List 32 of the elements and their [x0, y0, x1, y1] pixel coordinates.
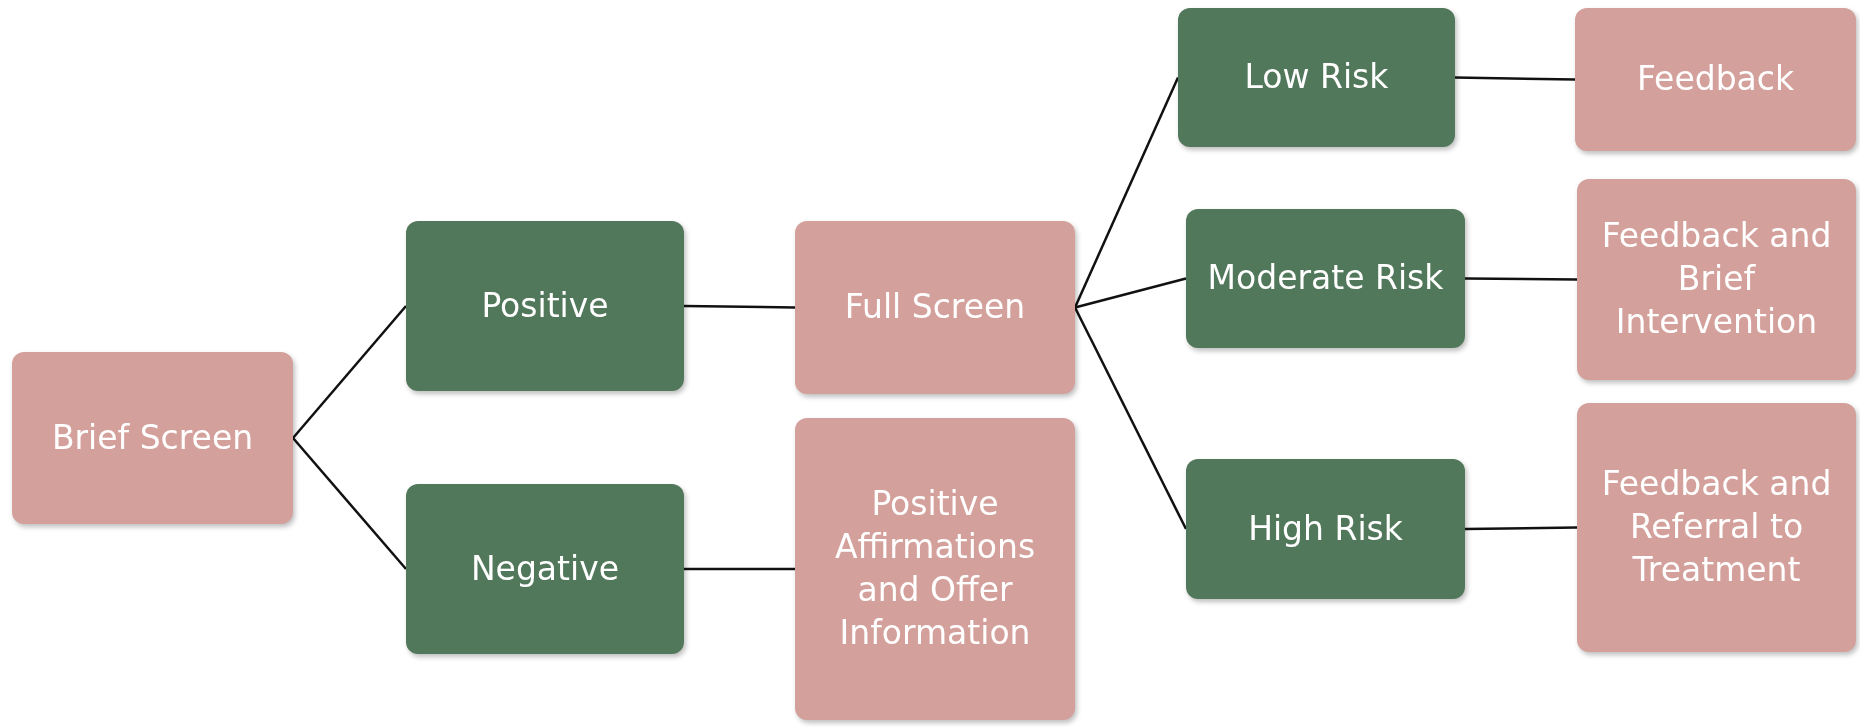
box-label: Moderate Risk — [1207, 257, 1444, 300]
result-box — [406, 221, 684, 391]
box-label: Feedback — [1636, 58, 1795, 101]
connector-line — [292, 305, 407, 439]
action-box — [1575, 8, 1856, 151]
connector-line — [1454, 76, 1576, 81]
connector-line — [1465, 277, 1577, 281]
connector-line — [1073, 77, 1180, 308]
action-box — [795, 221, 1075, 394]
box-label: Full Screen — [844, 286, 1026, 329]
connector-line — [292, 437, 407, 570]
action-box — [12, 352, 293, 524]
box-label: Negative — [470, 547, 620, 590]
result-box — [1186, 459, 1465, 599]
box-label: Feedback and Referral to Treatment — [1600, 463, 1833, 591]
box-label: Low Risk — [1244, 56, 1389, 99]
action-box — [1577, 179, 1856, 380]
connector-line — [684, 567, 795, 571]
box-label: Feedback and Brief Intervention — [1600, 215, 1833, 343]
box-label: High Risk — [1248, 507, 1403, 550]
connector-line — [684, 304, 795, 309]
box-label: Positive — [481, 284, 609, 327]
action-box — [1577, 403, 1856, 652]
result-box — [1178, 8, 1455, 147]
connector-line — [1073, 306, 1188, 530]
result-box — [406, 484, 684, 654]
action-box — [795, 418, 1075, 720]
box-label: Positive Affirmations and Offer Information — [833, 483, 1037, 654]
result-box — [1186, 209, 1465, 348]
box-label: Brief Screen — [51, 416, 254, 459]
connector-line — [1465, 526, 1577, 531]
connector-line — [1074, 277, 1187, 309]
